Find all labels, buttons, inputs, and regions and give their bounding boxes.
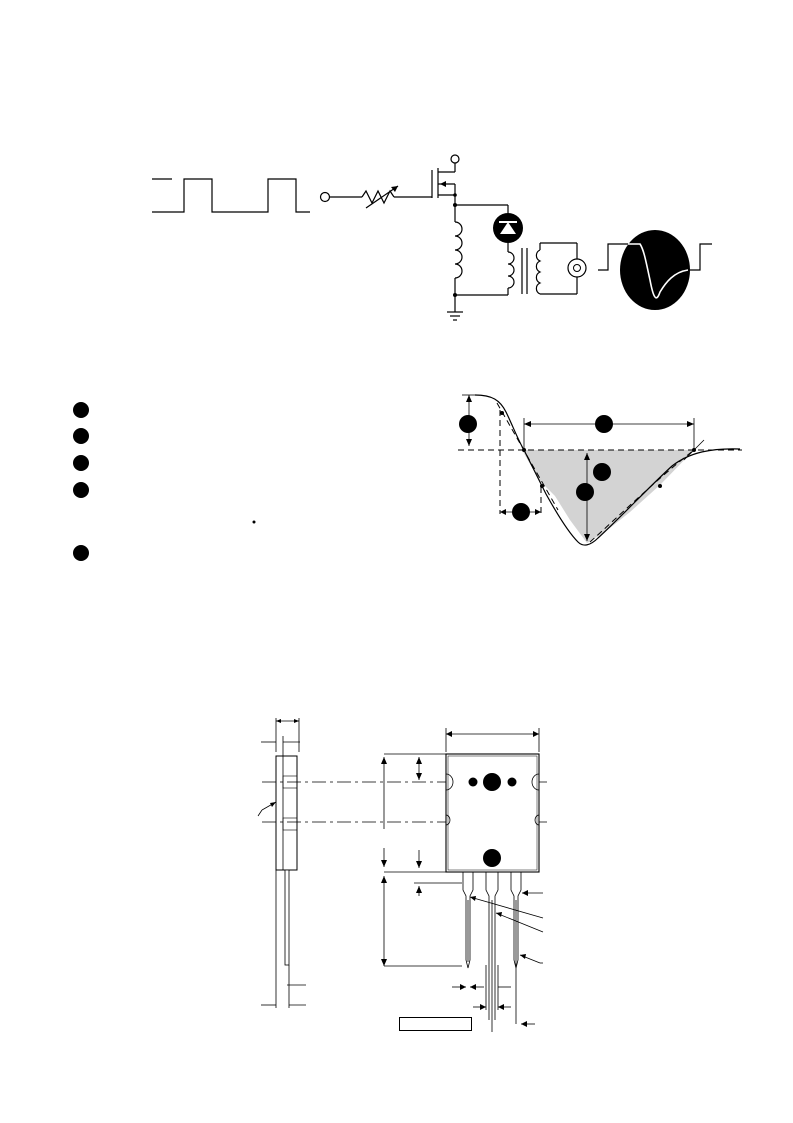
legend-marker-1 [73, 402, 89, 418]
test-circuit [152, 154, 712, 321]
legend-list [73, 402, 256, 561]
variable-resistor-arrow [365, 185, 399, 209]
oscilloscope-screen [620, 230, 690, 310]
variable-resistor [361, 189, 395, 205]
recovery-trace-on-screen [628, 243, 689, 299]
lead-center [485, 872, 499, 1032]
mounting-hole-marker-left [468, 777, 478, 787]
waveform-marker-c [593, 463, 611, 481]
mounting-hole-marker-right [507, 777, 517, 787]
lead-right [510, 872, 522, 1024]
transformer-primary [507, 251, 515, 289]
legend-marker-4 [73, 482, 89, 498]
marking-code-box [399, 1017, 472, 1031]
input-square-wave [152, 178, 310, 213]
legend-marker-5 [73, 545, 89, 561]
body-marker [483, 849, 501, 867]
package-side-view [257, 718, 306, 1008]
side-lead [284, 869, 290, 966]
switching-waveform [458, 394, 742, 546]
legend-marker-3 [73, 455, 89, 471]
current-curve [474, 394, 741, 546]
input-terminal [319, 191, 331, 203]
supply-terminal [450, 154, 460, 164]
legend-small-dot [252, 520, 256, 524]
mounting-hole-marker-center [483, 773, 501, 791]
waveform-marker-a [459, 415, 477, 433]
transformer-secondary [535, 249, 542, 295]
transistor-arrow [440, 181, 446, 187]
inductor-coil [454, 221, 463, 279]
waveform-marker-b [595, 415, 613, 433]
recovery-charge-area [522, 450, 694, 543]
legend-marker-2 [73, 428, 89, 444]
lead-left [462, 872, 474, 969]
package-front-view [381, 728, 544, 1032]
side-body [275, 755, 298, 871]
waveform-marker-e [512, 503, 530, 521]
waveform-marker-d [576, 483, 594, 501]
